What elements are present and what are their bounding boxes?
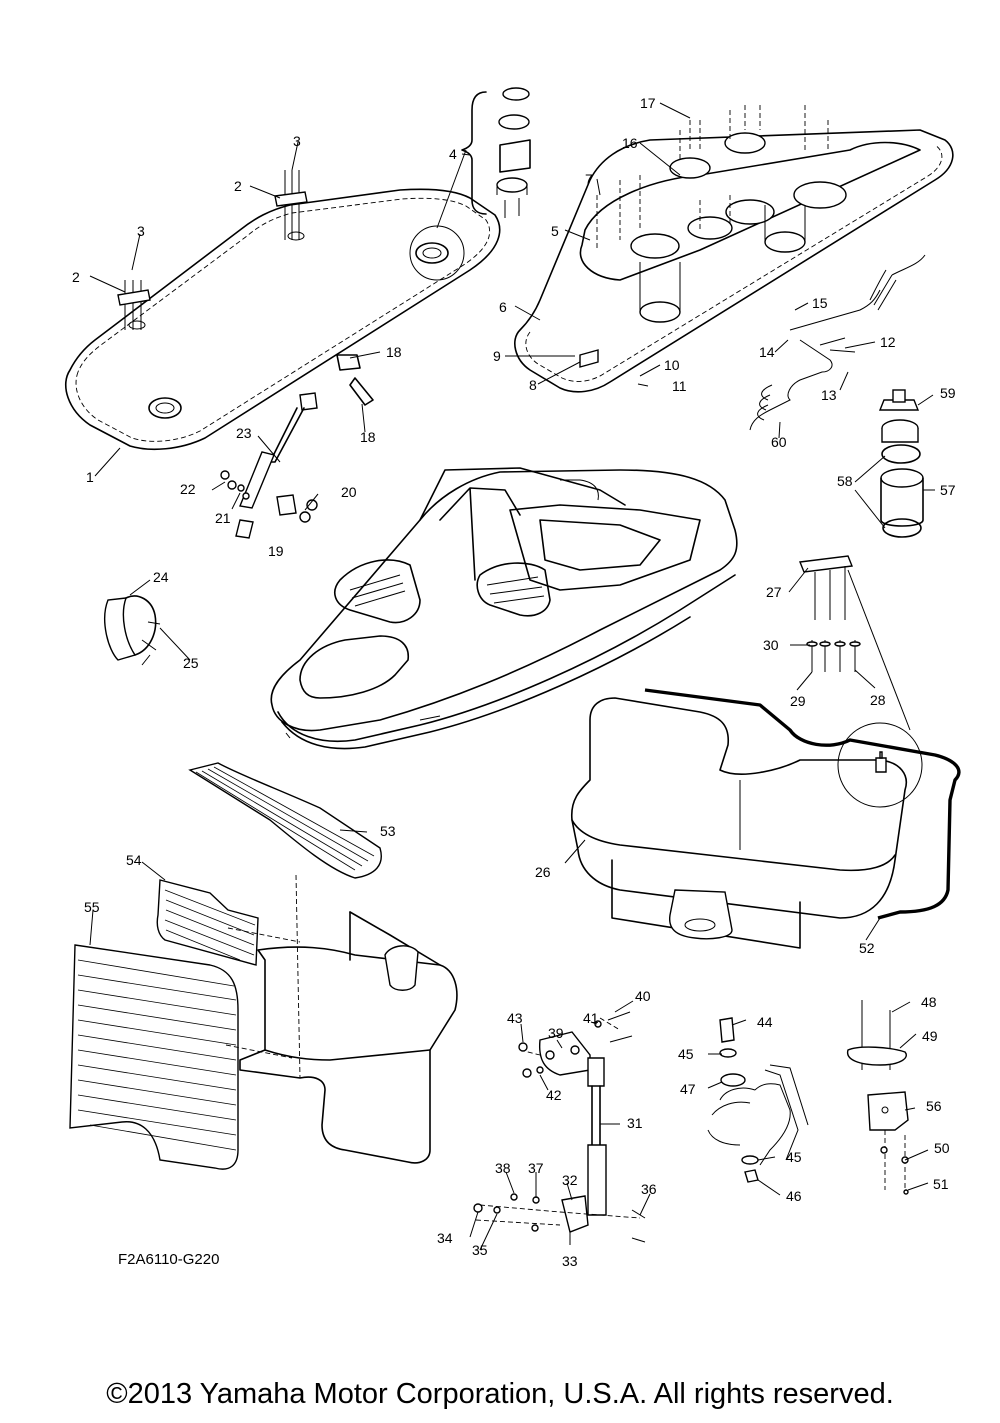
callout-18b: 19 <box>268 543 284 559</box>
screws-part <box>596 105 829 250</box>
callout-labels: 1 2 2 3 3 4 5 6 7 8 9 10 11 12 13 14 15 … <box>72 95 956 1269</box>
callout-35: 35 <box>472 1242 488 1258</box>
rear-bench-seat-part <box>570 569 961 949</box>
callout-12: 12 <box>880 334 896 350</box>
callout-45: 45 <box>678 1046 694 1062</box>
hinge-plate-part <box>846 1000 909 1195</box>
boat-illustration <box>270 467 738 750</box>
callout-21: 21 <box>215 510 231 526</box>
callout-19: 18 <box>360 429 376 445</box>
callout-57: 57 <box>940 482 956 498</box>
seat-cushion-part <box>65 170 501 451</box>
callout-4: 4 <box>449 146 457 162</box>
callout-37: 37 <box>528 1160 544 1176</box>
callout-16: 16 <box>622 135 638 151</box>
callout-1: 1 <box>86 469 94 485</box>
hinge-bolt-part <box>799 555 861 672</box>
callout-42: 42 <box>546 1087 562 1103</box>
callout-3: 3 <box>137 223 145 239</box>
callout-10: 10 <box>664 357 680 373</box>
callout-51: 51 <box>933 1176 949 1192</box>
callout-30: 30 <box>763 637 779 653</box>
callout-3b: 3 <box>293 133 301 149</box>
callout-34: 34 <box>437 1230 453 1246</box>
callout-29: 29 <box>790 693 806 709</box>
copyright-notice: ©2013 Yamaha Motor Corporation, U.S.A. A… <box>106 1378 894 1410</box>
callout-54: 54 <box>126 852 142 868</box>
dash-panel-part <box>514 129 954 393</box>
callout-2b: 2 <box>234 178 242 194</box>
callout-59: 59 <box>940 385 956 401</box>
floor-mat-runner-part <box>188 762 382 879</box>
callout-14: 14 <box>759 344 775 360</box>
callout-43: 43 <box>507 1010 523 1026</box>
callout-32: 32 <box>562 1172 578 1188</box>
callout-18: 18 <box>386 344 402 360</box>
callout-9: 9 <box>493 348 501 364</box>
leader-lines <box>89 102 935 1251</box>
callout-5: 5 <box>551 223 559 239</box>
callout-22: 22 <box>180 481 196 497</box>
callout-36: 36 <box>641 1181 657 1197</box>
callout-60: 60 <box>771 434 787 450</box>
callout-48: 48 <box>921 994 937 1010</box>
grille-panels-part <box>69 879 259 1170</box>
callout-27: 27 <box>766 584 782 600</box>
strut-bracket-part <box>473 1011 646 1243</box>
latch-part <box>707 1017 809 1183</box>
callout-56: 56 <box>926 1098 942 1114</box>
callout-55: 55 <box>84 899 100 915</box>
callout-53: 53 <box>380 823 396 839</box>
cup-holder-assembly <box>436 87 531 229</box>
callout-26: 26 <box>535 864 551 880</box>
callout-25: 25 <box>183 655 199 671</box>
callout-40: 40 <box>635 988 651 1004</box>
callout-33: 33 <box>562 1253 578 1269</box>
callout-52: 52 <box>859 940 875 956</box>
callout-11: 11 <box>672 378 687 394</box>
callout-13: 13 <box>821 387 837 403</box>
callout-41: 41 <box>583 1010 599 1026</box>
callout-28: 28 <box>870 692 886 708</box>
callout-6: 6 <box>499 299 507 315</box>
cylinder-part <box>878 389 924 538</box>
cable-spring-part <box>749 254 926 431</box>
callout-8: 8 <box>529 377 537 393</box>
callout-50: 50 <box>934 1140 950 1156</box>
callout-23: 23 <box>236 425 252 441</box>
callout-38: 38 <box>495 1160 511 1176</box>
diagram-code: F2A6110-G220 <box>118 1251 220 1268</box>
storage-compartment-part <box>225 874 458 1164</box>
callout-49: 49 <box>922 1028 938 1044</box>
callout-58: 58 <box>837 473 853 489</box>
callout-39: 39 <box>548 1025 564 1041</box>
callout-47: 47 <box>680 1081 696 1097</box>
callout-20: 20 <box>341 484 357 500</box>
callout-15: 15 <box>812 295 828 311</box>
gas-strut-part <box>220 354 374 539</box>
callout-24: 24 <box>153 569 169 585</box>
callout-46: 46 <box>786 1188 802 1204</box>
ring-flange-part <box>104 595 161 666</box>
callout-7: 7 <box>585 171 593 187</box>
callout-44: 44 <box>757 1014 773 1030</box>
callout-45b: 45 <box>786 1149 802 1165</box>
callout-17: 17 <box>640 95 656 111</box>
callout-31: 31 <box>627 1115 643 1131</box>
callout-2: 2 <box>72 269 80 285</box>
